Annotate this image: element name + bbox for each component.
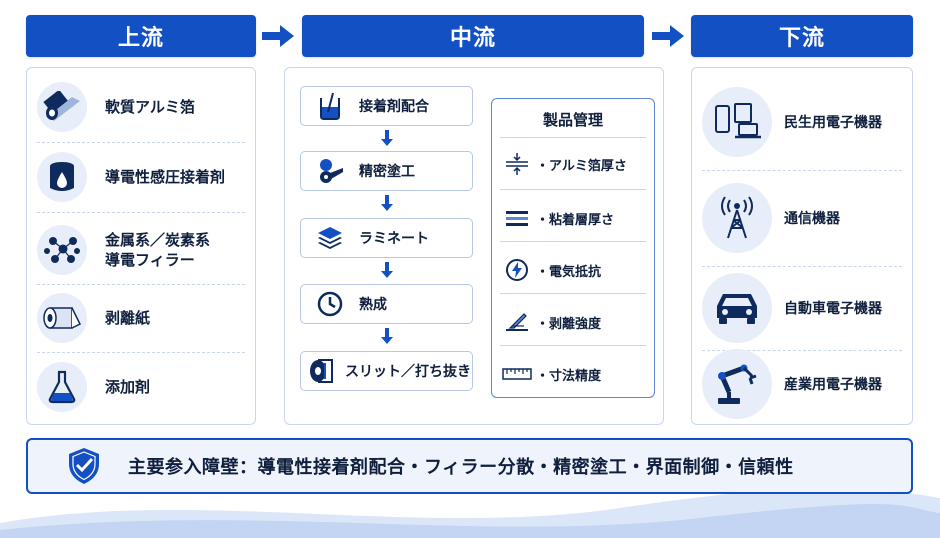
- flow-arrow-icon: [652, 25, 684, 47]
- upstream-item: 剥離紙: [27, 291, 255, 345]
- decorative-wave: [0, 488, 940, 538]
- quality-item: ・剥離強度: [492, 309, 654, 335]
- flask-icon: [37, 362, 87, 412]
- upstream-item: 軟質アルミ箔: [27, 80, 255, 134]
- robot-arm-icon: [702, 349, 772, 419]
- process-step: ラミネート: [300, 218, 473, 258]
- upstream-item-label: 軟質アルミ箔: [105, 98, 195, 116]
- entry-barrier-box: 主要参入障壁：導電性接着剤配合・フィラー分散・精密塗工・界面制御・信頼性: [26, 438, 913, 494]
- coating-roller-icon: [315, 156, 345, 186]
- quality-item-label: ・電気抵抗: [536, 264, 602, 280]
- separator: [500, 345, 646, 346]
- quality-item: ・寸法精度: [492, 361, 654, 387]
- separator: [37, 284, 245, 285]
- layer-lines-icon: [502, 205, 532, 231]
- clock-icon: [315, 289, 345, 319]
- quality-item-label: ・剥離強度: [536, 316, 602, 332]
- down-arrow-icon: [381, 262, 393, 278]
- separator: [702, 170, 902, 171]
- process-step-label: スリット／打ち抜き: [345, 364, 471, 380]
- slitting-roll-icon: [307, 356, 337, 386]
- downstream-item-label: 産業用電子機器: [784, 377, 882, 393]
- separator: [37, 142, 245, 143]
- process-step-label: 熟成: [359, 297, 387, 313]
- header-downstream: 下流: [691, 15, 913, 57]
- flow-arrow-icon: [262, 25, 294, 47]
- antenna-tower-icon: [702, 183, 772, 253]
- shield-check-icon: [69, 448, 99, 484]
- quality-item: ・電気抵抗: [492, 257, 654, 283]
- quality-item-label: ・粘着層厚さ: [536, 212, 615, 228]
- down-arrow-icon: [381, 328, 393, 344]
- ruler-icon: [502, 361, 532, 387]
- upstream-item-label: 剥離紙: [105, 309, 151, 327]
- midstream-panel: 接着剤配合 精密塗工 ラミネート: [284, 67, 664, 425]
- down-arrow-icon: [381, 195, 393, 211]
- downstream-item-label: 民生用電子機器: [784, 115, 882, 131]
- downstream-item: 産業用電子機器: [692, 344, 912, 424]
- upstream-item: 金属系／炭素系 導電フィラー: [27, 220, 255, 280]
- process-step: 精密塗工: [300, 151, 473, 191]
- paper-roll-icon: [37, 293, 87, 343]
- downstream-item: 自動車電子機器: [692, 268, 912, 348]
- mixing-beaker-icon: [315, 91, 345, 121]
- entry-barrier-text: 主要参入障壁：導電性接着剤配合・フィラー分散・精密塗工・界面制御・信頼性: [128, 457, 794, 478]
- down-arrow-icon: [381, 130, 393, 146]
- header-midstream: 中流: [302, 15, 644, 57]
- separator: [500, 241, 646, 242]
- header-upstream: 上流: [26, 15, 256, 57]
- separator: [500, 189, 646, 190]
- quality-control-title: 製品管理: [542, 111, 603, 129]
- downstream-item: 民生用電子機器: [692, 82, 912, 162]
- process-step: 接着剤配合: [300, 86, 473, 126]
- downstream-panel: 民生用電子機器 通信機器 自動車電子機器: [691, 67, 913, 425]
- thickness-icon: [502, 151, 532, 177]
- upstream-item-label: 金属系／炭素系 導電フィラー: [105, 231, 211, 269]
- process-step-label: ラミネート: [359, 231, 429, 247]
- quality-item-label: ・アルミ箔厚さ: [536, 158, 627, 174]
- process-step-label: 接着剤配合: [359, 99, 429, 115]
- quality-item: ・アルミ箔厚さ: [492, 151, 654, 177]
- quality-control-box: 製品管理 ・アルミ箔厚さ ・粘着層厚さ: [491, 98, 655, 398]
- upstream-panel: 軟質アルミ箔 導電性感圧接着剤 金属系／炭: [26, 67, 256, 425]
- separator: [500, 137, 646, 138]
- lightning-icon: [502, 257, 532, 283]
- upstream-item: 添加剤: [27, 360, 255, 414]
- foil-roll-icon: [37, 82, 87, 132]
- upstream-item-label: 添加剤: [105, 378, 151, 396]
- process-step: スリット／打ち抜き: [300, 351, 473, 391]
- particles-icon: [37, 225, 87, 275]
- quality-item-label: ・寸法精度: [536, 368, 602, 384]
- layers-icon: [315, 223, 345, 253]
- upstream-item: 導電性感圧接着剤: [27, 150, 255, 204]
- separator: [37, 212, 245, 213]
- downstream-item: 通信機器: [692, 178, 912, 258]
- consumer-devices-icon: [702, 87, 772, 157]
- peel-icon: [502, 309, 532, 335]
- car-icon: [702, 273, 772, 343]
- process-step-label: 精密塗工: [359, 164, 415, 180]
- separator: [37, 352, 245, 353]
- process-step: 熟成: [300, 284, 473, 324]
- separator: [702, 350, 902, 351]
- separator: [702, 266, 902, 267]
- upstream-item-label: 導電性感圧接着剤: [105, 168, 226, 186]
- separator: [500, 293, 646, 294]
- downstream-item-label: 自動車電子機器: [784, 301, 882, 317]
- quality-item: ・粘着層厚さ: [492, 205, 654, 231]
- adhesive-can-icon: [37, 152, 87, 202]
- downstream-item-label: 通信機器: [784, 211, 840, 227]
